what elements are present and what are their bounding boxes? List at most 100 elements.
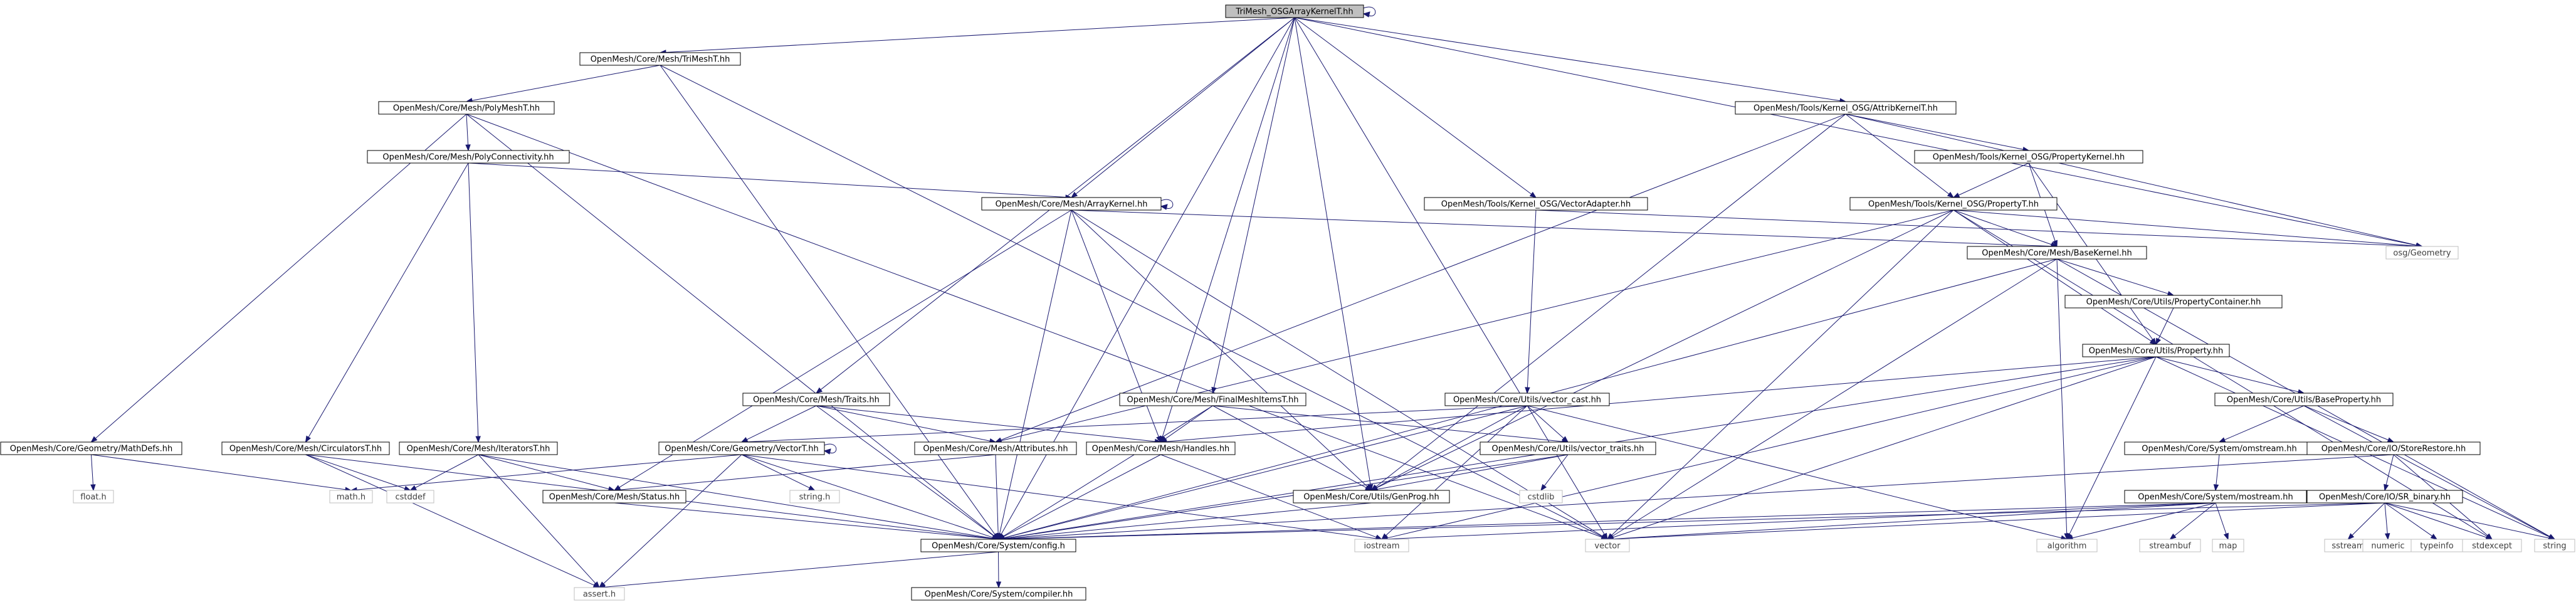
node-cstddef[interactable]: cstddef <box>386 490 434 504</box>
node-box <box>911 587 1086 601</box>
node-label: OpenMesh/Core/Mesh/Status.hh <box>549 493 680 502</box>
node-label: OpenMesh/Core/Utils/BaseProperty.hh <box>2227 396 2381 405</box>
edge-polyconn-to-circulators <box>305 162 469 443</box>
node-box <box>2082 344 2230 357</box>
node-box <box>2214 393 2394 406</box>
node-map[interactable]: map <box>2212 539 2244 552</box>
node-vectorcast[interactable]: OpenMesh/Core/Utils/vector_cast.hh <box>1444 393 1610 406</box>
node-string[interactable]: string <box>2534 539 2575 552</box>
nodes-layer: TriMesh_OSGArrayKernelT.hhOpenMesh/Core/… <box>0 4 2575 601</box>
node-streambuf[interactable]: streambuf <box>2139 539 2201 552</box>
node-box <box>579 52 741 66</box>
node-box <box>2306 490 2463 504</box>
edge-arraykernel-to-arraykernel <box>1160 199 1174 210</box>
node-algorithm[interactable]: algorithm <box>2036 539 2098 552</box>
node-stringh[interactable]: string.h <box>789 490 840 504</box>
edge-osgprop-to-basekernel <box>1953 209 2058 247</box>
node-label: OpenMesh/Core/Utils/GenProg.hh <box>1303 493 1439 502</box>
node-omstream[interactable]: OpenMesh/Core/System/omstream.hh <box>2124 441 2315 455</box>
node-arraykernel[interactable]: OpenMesh/Core/Mesh/ArrayKernel.hh <box>981 197 1162 211</box>
node-stdexcept[interactable]: stdexcept <box>2462 539 2522 552</box>
node-handles[interactable]: OpenMesh/Core/Mesh/Handles.hh <box>1086 441 1236 455</box>
node-propcontainer[interactable]: OpenMesh/Core/Utils/PropertyContainer.hh <box>2064 295 2283 309</box>
node-property[interactable]: OpenMesh/Core/Utils/Property.hh <box>2082 344 2230 357</box>
edge-root-to-trimesht <box>659 17 1295 55</box>
node-vectort[interactable]: OpenMesh/Core/Geometry/VectorT.hh <box>658 441 825 455</box>
node-propkernel[interactable]: OpenMesh/Tools/Kernel_OSG/PropertyKernel… <box>1914 150 2143 164</box>
edge-root-to-attribkernel <box>1294 17 1847 103</box>
node-circulators[interactable]: OpenMesh/Core/Mesh/CirculatorsT.hh <box>221 441 390 455</box>
edge-vectorcast-to-iostream <box>1380 405 1528 540</box>
node-box <box>1914 150 2143 164</box>
node-typeinfo[interactable]: typeinfo <box>2410 539 2463 552</box>
node-label: assert.h <box>583 590 616 599</box>
node-root: TriMesh_OSGArrayKernelT.hh <box>1225 4 1364 18</box>
node-label: float.h <box>80 493 107 502</box>
node-mathh[interactable]: math.h <box>329 490 373 504</box>
node-mostream[interactable]: OpenMesh/Core/System/mostream.hh <box>2124 490 2307 504</box>
node-label: vector <box>1594 542 1621 551</box>
edge-genprog-to-config <box>997 502 1372 542</box>
node-cstdlib[interactable]: cstdlib <box>1519 490 1563 504</box>
edge-omstream-to-mostream <box>2213 454 2220 492</box>
node-genprog[interactable]: OpenMesh/Core/Utils/GenProg.hh <box>1293 490 1450 504</box>
node-box <box>789 490 840 504</box>
edge-mostream-to-streambuf <box>2169 502 2216 540</box>
node-traits[interactable]: OpenMesh/Core/Mesh/Traits.hh <box>742 393 890 406</box>
node-polyconn[interactable]: OpenMesh/Core/Mesh/PolyConnectivity.hh <box>367 150 570 164</box>
node-sstream[interactable]: sstream <box>2324 539 2372 552</box>
edge-mathdefs-to-floath <box>90 454 96 492</box>
node-storerestore[interactable]: OpenMesh/Core/IO/StoreRestore.hh <box>2306 441 2481 455</box>
node-basekernel[interactable]: OpenMesh/Core/Mesh/BaseKernel.hh <box>1967 246 2147 260</box>
edge-attribkernel-to-propkernel <box>1845 113 2030 152</box>
node-label: OpenMesh/Core/Mesh/PolyConnectivity.hh <box>382 153 554 162</box>
node-vecadapter[interactable]: OpenMesh/Tools/Kernel_OSG/VectorAdapter.… <box>1424 197 1648 211</box>
node-config[interactable]: OpenMesh/Core/System/config.h <box>920 539 1076 552</box>
edge-srbinary-to-sstream <box>2347 502 2385 540</box>
node-box <box>2462 539 2522 552</box>
node-osgprop[interactable]: OpenMesh/Tools/Kernel_OSG/PropertyT.hh <box>1849 197 2058 211</box>
node-label: map <box>2219 542 2237 551</box>
node-trimesht[interactable]: OpenMesh/Core/Mesh/TriMeshT.hh <box>579 52 741 66</box>
edge-config-to-compiler <box>996 551 1002 589</box>
node-finalmesh[interactable]: OpenMesh/Core/Mesh/FinalMeshItemsT.hh <box>1119 393 1306 406</box>
node-attribkernel[interactable]: OpenMesh/Tools/Kernel_OSG/AttribKernelT.… <box>1735 101 1957 115</box>
node-vector[interactable]: vector <box>1585 539 1630 552</box>
node-label: OpenMesh/Core/System/config.h <box>932 542 1065 551</box>
node-polymesht[interactable]: OpenMesh/Core/Mesh/PolyMeshT.hh <box>378 101 555 115</box>
node-box <box>1849 197 2058 211</box>
node-label: math.h <box>337 493 365 502</box>
node-status[interactable]: OpenMesh/Core/Mesh/Status.hh <box>542 490 686 504</box>
edge-vectortraits-to-cstdlib <box>1540 454 1569 492</box>
node-asserth[interactable]: assert.h <box>574 587 625 601</box>
edge-finalmesh-to-handles <box>1160 405 1213 443</box>
edge-root-to-arraykernel <box>1070 17 1295 198</box>
node-box <box>2534 539 2575 552</box>
node-iterators[interactable]: OpenMesh/Core/Mesh/IteratorsT.hh <box>399 441 558 455</box>
node-label: OpenMesh/Core/Mesh/Attributes.hh <box>923 445 1068 454</box>
node-vectortraits[interactable]: OpenMesh/Core/Utils/vector_traits.hh <box>1480 441 1656 455</box>
edge-osgprop-to-vector <box>1607 209 1954 540</box>
node-box <box>1293 490 1450 504</box>
node-box <box>386 490 434 504</box>
node-box <box>981 197 1162 211</box>
node-attributes[interactable]: OpenMesh/Core/Mesh/Attributes.hh <box>914 441 1077 455</box>
node-label: OpenMesh/Core/System/omstream.hh <box>2142 445 2296 454</box>
node-label: TriMesh_OSGArrayKernelT.hh <box>1235 8 1353 17</box>
node-box <box>914 441 1077 455</box>
node-floath[interactable]: float.h <box>73 490 114 504</box>
node-box <box>1119 393 1306 406</box>
node-compiler[interactable]: OpenMesh/Core/System/compiler.hh <box>911 587 1086 601</box>
edge-srbinary-to-numeric <box>2384 502 2390 541</box>
edge-baseprop-to-omstream <box>2218 405 2305 443</box>
node-srbinary[interactable]: OpenMesh/Core/IO/SR_binary.hh <box>2306 490 2463 504</box>
edge-finalmesh-to-vectortraits <box>1212 405 1569 445</box>
node-baseprop[interactable]: OpenMesh/Core/Utils/BaseProperty.hh <box>2214 393 2394 406</box>
node-iostream[interactable]: iostream <box>1354 539 1409 552</box>
node-numeric[interactable]: numeric <box>2362 539 2414 552</box>
node-label: OpenMesh/Tools/Kernel_OSG/PropertyKernel… <box>1933 153 2125 162</box>
node-box <box>1086 441 1236 455</box>
node-mathdefs[interactable]: OpenMesh/Core/Geometry/MathDefs.hh <box>0 441 182 455</box>
node-box <box>658 441 825 455</box>
node-osggeom[interactable]: osg/Geometry <box>2385 246 2459 260</box>
